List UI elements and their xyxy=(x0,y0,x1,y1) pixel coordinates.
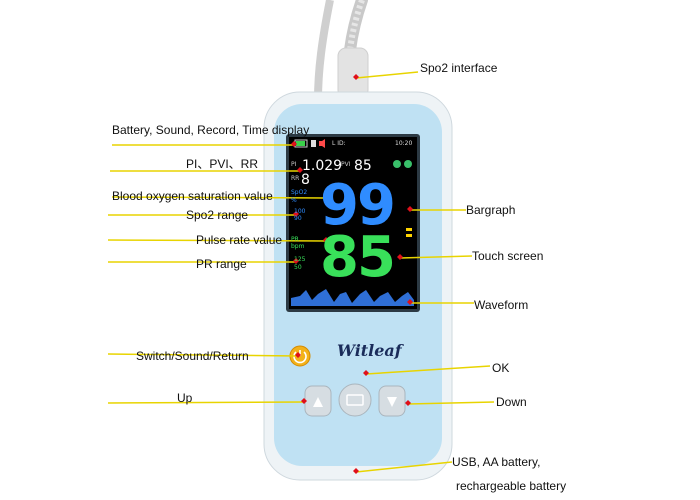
spo2-label: SpO2 xyxy=(291,189,308,196)
pvi-value: 85 xyxy=(354,158,372,174)
label-spo2-interface: Spo2 interface xyxy=(420,61,498,75)
label-battery-line2: rechargeable battery xyxy=(456,479,567,493)
patient-id-label: L ID: xyxy=(332,140,346,147)
spo2-range-high: 100 xyxy=(294,208,306,215)
callout-markers xyxy=(291,74,413,474)
pvi-label: PVI xyxy=(341,161,351,168)
label-pr-range: PR range xyxy=(196,257,247,271)
pr-range-high: 125 xyxy=(294,256,306,263)
pr-range-low: 50 xyxy=(294,264,302,271)
label-down: Down xyxy=(496,395,527,409)
label-battery-line1: USB, AA battery, xyxy=(452,455,541,469)
clock-time: 10:20 xyxy=(395,140,413,147)
pr-label: PR xyxy=(291,236,299,243)
label-ok: OK xyxy=(492,361,510,375)
rr-label: RR xyxy=(291,175,300,182)
spo2-unit: % xyxy=(291,197,297,204)
pulse-rate-value: 85 xyxy=(320,225,396,290)
label-up: Up xyxy=(177,391,193,405)
leader-lines xyxy=(107,71,495,473)
sound-icon xyxy=(319,139,325,148)
waveform xyxy=(291,289,414,306)
label-bargraph: Bargraph xyxy=(466,203,516,217)
face-icon xyxy=(393,160,401,168)
bell-icon xyxy=(311,140,316,147)
bargraph xyxy=(406,228,412,231)
label-pulse-rate-value: Pulse rate value xyxy=(196,233,283,247)
label-waveform: Waveform xyxy=(474,298,529,312)
spo2-value: 99 xyxy=(320,173,396,238)
spo2-range-low: 90 xyxy=(294,215,302,222)
battery-level xyxy=(296,141,305,146)
label-spo2-value: Blood oxygen saturation value xyxy=(112,189,273,203)
sensor-cable xyxy=(314,0,369,101)
label-pi-pvi-rr: PI、PVI、RR xyxy=(186,157,259,171)
ok-button[interactable] xyxy=(338,383,372,417)
pr-unit: bpm xyxy=(291,243,305,250)
face-icon xyxy=(404,160,412,168)
label-spo2-range: Spo2 range xyxy=(186,208,249,222)
pi-label: PI xyxy=(291,161,297,168)
label-status-display: Battery, Sound, Record, Time display xyxy=(112,123,310,137)
rr-value: 8 xyxy=(301,172,310,188)
brand-logo: Witleaf xyxy=(337,341,402,360)
label-switch-sound-return: Switch/Sound/Return xyxy=(136,349,249,363)
pi-value: 1.029 xyxy=(302,158,343,174)
label-touch-screen: Touch screen xyxy=(472,249,544,263)
